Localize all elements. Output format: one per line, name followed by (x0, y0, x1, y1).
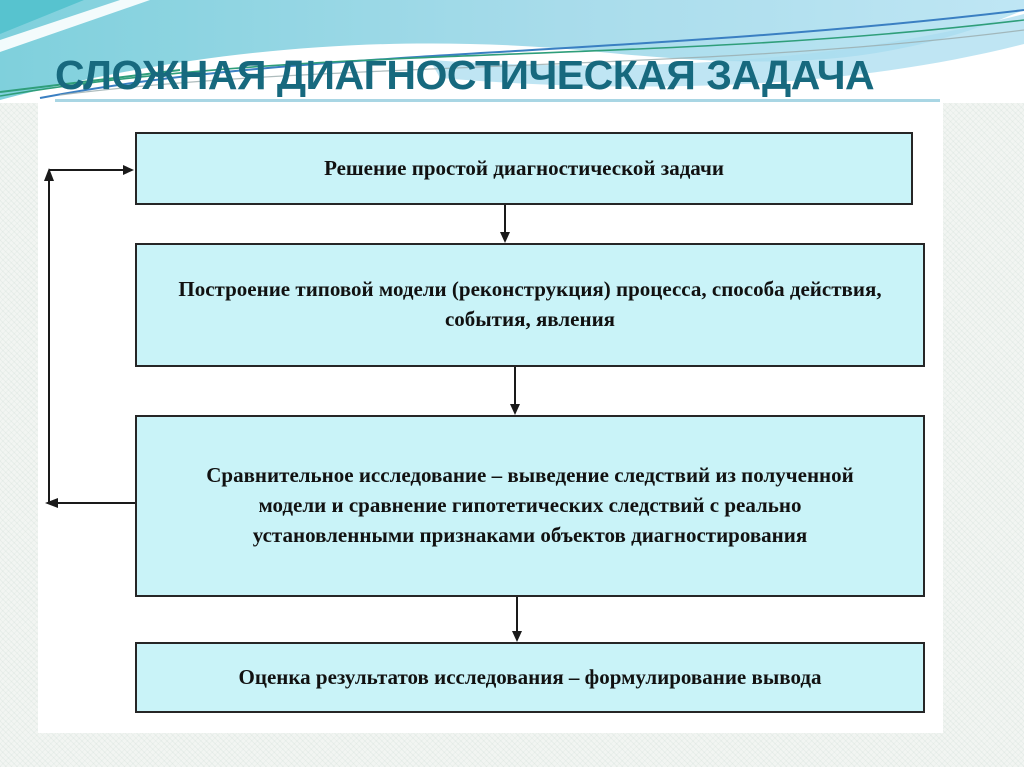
light-blue-wave (430, 14, 1024, 87)
title-underline (55, 99, 940, 102)
thin-green-curve (0, 19, 1024, 97)
corner-teal-wedge (0, 0, 84, 34)
flowchart-step-3: Сравнительное исследование – выведение с… (135, 415, 925, 597)
flowchart-step-4: Оценка результатов исследования – формул… (135, 642, 925, 713)
slide-header: СЛОЖНАЯ ДИАГНОСТИЧЕСКАЯ ЗАДАЧА (0, 0, 1024, 103)
corner-white-streak (0, 0, 150, 52)
flowchart-step-1: Решение простой диагностической задачи (135, 132, 913, 205)
corner-green-line (0, 69, 181, 93)
flowchart-step-2: Построение типовой модели (реконструкция… (135, 243, 925, 367)
slide-title: СЛОЖНАЯ ДИАГНОСТИЧЕСКАЯ ЗАДАЧА (55, 52, 875, 98)
thin-blue-curve (39, 9, 1024, 99)
thin-gray-curve (59, 29, 1024, 96)
header-wave-decoration (0, 0, 1024, 103)
